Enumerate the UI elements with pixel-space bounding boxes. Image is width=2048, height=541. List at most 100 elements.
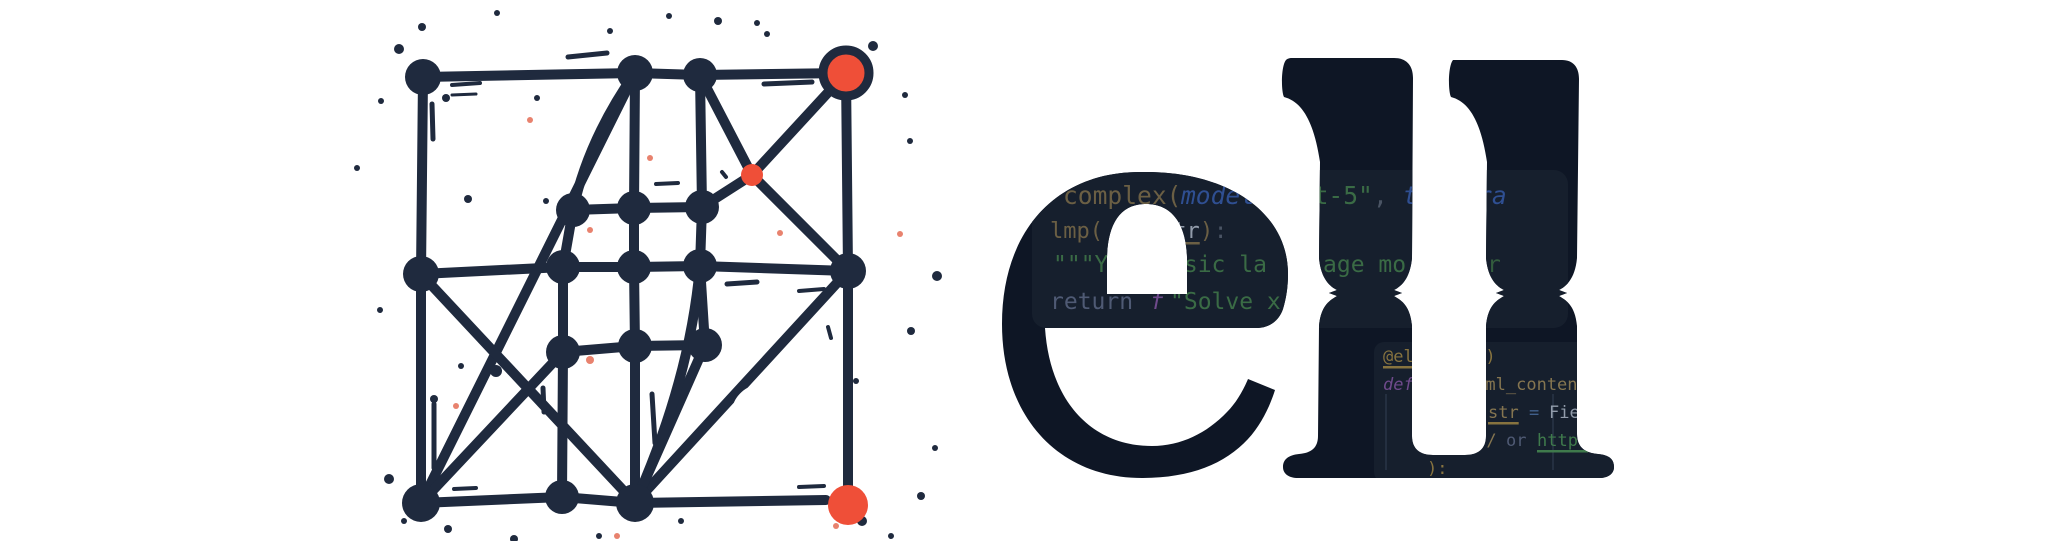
graph-dash-mark (565, 50, 610, 60)
graph-speckle-dot (442, 94, 450, 102)
graph-edge (630, 495, 831, 508)
graph-edge (695, 261, 853, 276)
code-fragment: model (1180, 181, 1255, 210)
graph-speckle-dot (902, 92, 908, 98)
graph-node (618, 329, 652, 363)
graph-dash-mark (724, 279, 760, 287)
graph-speckle-dot (853, 378, 859, 384)
code-fragment: =" (1255, 181, 1285, 210)
code-underline (1537, 450, 1589, 453)
graph-speckle-dot (932, 445, 938, 451)
code-fragment: complex( (1063, 181, 1181, 210)
graph-speckle-dot (354, 165, 360, 171)
graph-speckle-dot (378, 98, 384, 104)
graph-dash-mark (761, 79, 815, 87)
graph-node (405, 59, 441, 95)
graph-node (830, 253, 866, 289)
graph-speckle-dot (510, 535, 518, 541)
graph-dash-mark (797, 484, 826, 489)
graph-edge (747, 170, 853, 276)
graph-edge (695, 70, 757, 180)
graph-speckle-dot (888, 533, 894, 539)
code-fragment: "Solve x (1170, 289, 1281, 315)
code-fragment: r (1487, 252, 1501, 278)
graph-node-red (828, 485, 868, 525)
graph-speckle-dot (714, 17, 722, 25)
graph-node (685, 190, 719, 224)
code-fragment: .tool() (1424, 347, 1496, 367)
graph-speckle-dot (430, 395, 438, 403)
graph-dash-mark (720, 170, 728, 179)
graph-edge (841, 68, 853, 276)
graph-speckle-dot (932, 271, 942, 281)
graph-dash-mark (654, 181, 680, 186)
graph-node (545, 480, 579, 514)
code-underline (1160, 242, 1200, 245)
code-fragment: lmp( (1050, 219, 1103, 244)
graph-node-red (741, 164, 763, 186)
graph-edge (695, 70, 707, 212)
graph-speckle-dot (917, 492, 925, 500)
graph-node-red-ringed (818, 45, 874, 101)
graph-edge-curved (630, 261, 705, 508)
graph-speckle-dot (907, 327, 915, 335)
graph-speckle-dot (764, 31, 770, 37)
graph-edge (416, 347, 568, 508)
graph-red-speckle (453, 403, 459, 409)
code-underline (1488, 422, 1519, 425)
code-fragment: tempera (1403, 181, 1507, 210)
code-fragment: @ell (1383, 347, 1424, 367)
graph-speckle-dot (464, 195, 472, 203)
code-fragment: str (1488, 403, 1519, 423)
code-fragment: url: (1437, 403, 1478, 423)
code-fragment: gpt-5" (1284, 181, 1373, 210)
code-fragment: ): (1427, 459, 1447, 479)
graph-edge (416, 492, 567, 508)
graph-speckle-dot (418, 23, 426, 31)
graph-node (403, 256, 439, 292)
graph-speckle-dot (666, 13, 672, 19)
code-fragment: Field( (1549, 403, 1610, 423)
graph-speckle-dot (543, 198, 549, 204)
graph-node (556, 193, 590, 227)
code-fragment: asic la (1170, 252, 1267, 278)
graph-dash-mark (797, 287, 826, 293)
graph-red-speckle (587, 227, 593, 233)
graph-red-speckle (527, 117, 533, 123)
code-fragment: http:// (1425, 431, 1497, 451)
code-fragment: f (1150, 289, 1164, 315)
graph-speckle-dot (907, 138, 913, 144)
graph-speckle-dot (444, 525, 452, 533)
graph-speckle-dot (490, 365, 502, 377)
code-fragment: def (1383, 375, 1414, 395)
graph-dash-mark (450, 81, 482, 87)
code-fragment: str (1160, 219, 1200, 244)
graph-speckle-dot (494, 10, 500, 16)
graph-node (546, 250, 580, 284)
hand-drawn-gap-mark (733, 387, 753, 407)
graph-node (688, 328, 722, 362)
graph-speckle-dot (377, 307, 383, 313)
code-fragment: or (1506, 431, 1526, 451)
graph-dash-mark (450, 92, 478, 97)
graph-node (683, 58, 717, 92)
code-fragment: https (1537, 431, 1588, 451)
ell-wordmark: complex(model="gpt-5",temperalmp(str):""… (1002, 58, 1614, 479)
graph-speckle-dot (458, 363, 464, 369)
graph-node (617, 191, 651, 225)
code-fragment: return (1050, 289, 1133, 315)
graph-speckle-dot (384, 474, 394, 484)
code-fragment: """Y (1053, 252, 1109, 278)
graph-dash-mark (649, 391, 658, 446)
graph-node (617, 250, 651, 284)
code-underline (1383, 366, 1424, 369)
graph-red-speckle (833, 523, 839, 529)
code-fragment: age mo (1323, 252, 1406, 278)
graph-node (616, 484, 654, 522)
graph-red-speckle (897, 231, 903, 237)
graph-red-speckle (777, 230, 783, 236)
graph-dash-mark (429, 101, 436, 142)
graph-node (617, 55, 653, 91)
